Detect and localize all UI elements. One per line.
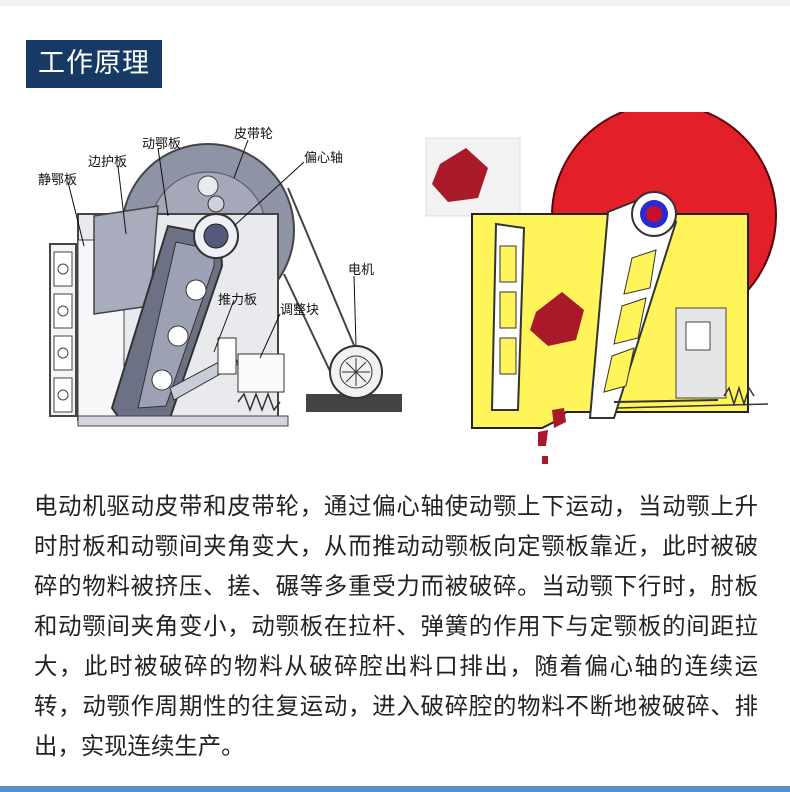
label-belt-wheel: 皮带轮 — [234, 127, 273, 142]
label-static-jaw: 静鄂板 — [38, 173, 77, 188]
jaw-crusher-color-illustration — [425, 112, 777, 464]
adjust-block-shape — [237, 353, 285, 393]
label-toggle-plate: 推力板 — [218, 293, 257, 308]
ore-chunk-top — [432, 148, 488, 202]
ore-chunk-chamber — [530, 292, 584, 346]
label-eccentric-shaft: 偏心轴 — [304, 151, 343, 166]
bottom-divider — [0, 786, 790, 792]
label-adjust-block: 调整块 — [280, 303, 319, 318]
principle-description: 电动机驱动皮带和皮带轮，通过偏心轴使动颚上下运动，当动颚上升时肘板和动颚间夹角变… — [34, 492, 758, 760]
label-moving-jaw: 动鄂板 — [142, 137, 181, 152]
top-divider — [0, 0, 790, 6]
label-motor: 电机 — [348, 263, 374, 278]
jaw-crusher-schematic: 静鄂板 边护板 动鄂板 皮带轮 偏心轴 电机 推力板 调整块 — [38, 127, 402, 427]
label-side-guard: 边护板 — [88, 155, 127, 170]
section-title: 工作原理 — [26, 40, 162, 88]
